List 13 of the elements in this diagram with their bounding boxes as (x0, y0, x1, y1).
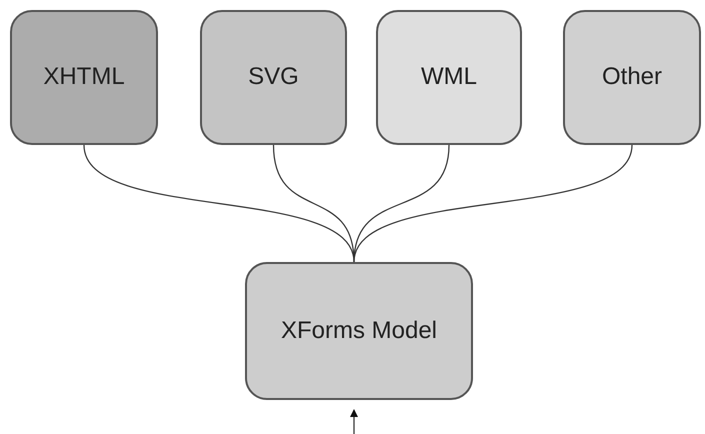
box-label: XHTML (43, 64, 125, 91)
connector-curve (83, 144, 355, 262)
box-label: XForms Model (280, 318, 438, 344)
box-label: WML (421, 64, 477, 91)
box-label: Other (602, 64, 662, 91)
rounded-box (200, 10, 347, 145)
box-label: SVG (248, 64, 299, 91)
rounded-box (563, 10, 701, 145)
rounded-box (10, 10, 158, 145)
arrow (350, 409, 358, 434)
rounded-box (376, 10, 522, 145)
rounded-box (245, 262, 473, 400)
connector-curve (353, 144, 633, 262)
